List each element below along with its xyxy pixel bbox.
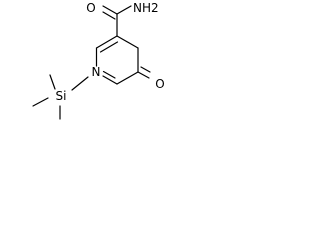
bond-c5-c6 xyxy=(116,71,139,85)
bond-si-methyl-up xyxy=(49,74,56,90)
bond-si-methyl-left xyxy=(32,97,49,107)
amide-oxygen-label: O xyxy=(86,1,95,15)
bond-carbonyl-n xyxy=(116,5,132,15)
bond-c4-o xyxy=(137,71,150,79)
bond-c6-n1-inner xyxy=(102,70,116,79)
bond-n1-si xyxy=(71,76,89,91)
carboxamide-group xyxy=(102,5,132,37)
bond-c2-c3 xyxy=(95,35,118,49)
bond-c4-o-inner xyxy=(140,66,151,73)
bond-c6-n1 xyxy=(102,75,118,85)
ring-bonds xyxy=(95,35,139,85)
ketone-oxygen-label: O xyxy=(155,77,164,91)
chemical-structure-diagram: O NH2 O N Si xyxy=(32,1,165,120)
ring-nitrogen-label: N xyxy=(92,65,101,79)
amide-nitrogen-label: NH2 xyxy=(133,1,159,15)
bond-carbonyl-o xyxy=(102,5,118,15)
trimethylsilyl-group xyxy=(32,74,89,120)
bond-c2-c3-inner xyxy=(99,41,119,53)
bond-carbonyl-o-inner xyxy=(102,11,116,20)
ketone-group xyxy=(137,66,151,79)
bond-c3-c4 xyxy=(116,35,139,49)
silicon-label: Si xyxy=(56,89,67,103)
